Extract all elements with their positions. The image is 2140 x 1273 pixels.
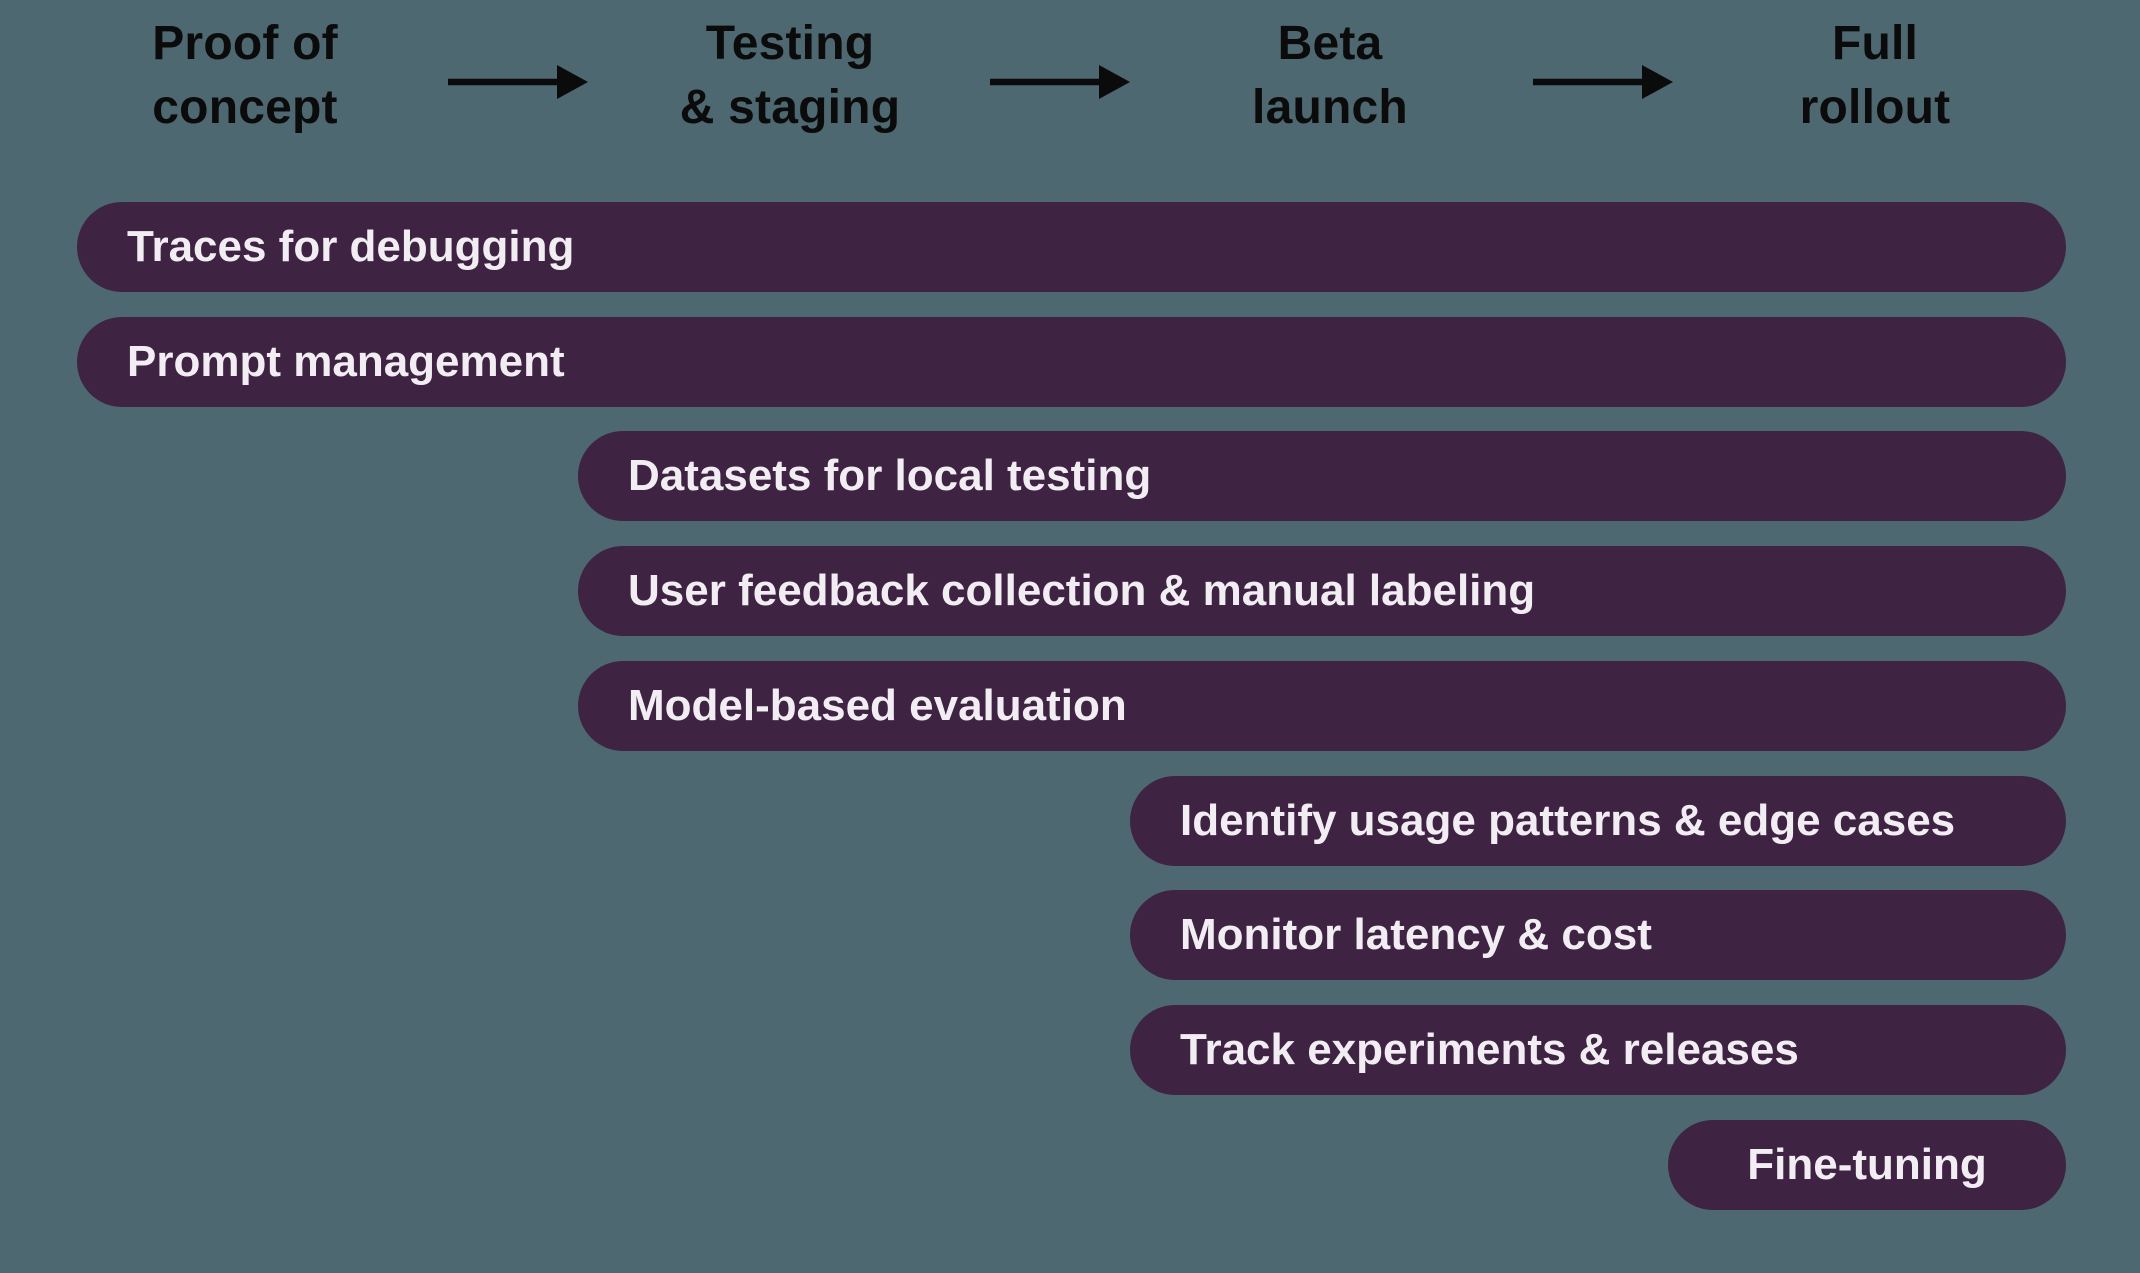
feature-bar-monitor-latency-cost: Monitor latency & cost [1130, 890, 2066, 980]
feature-bar-datasets-for-local-testing: Datasets for local testing [578, 431, 2066, 521]
stage-header-full-rollout: Full rollout [1615, 12, 2135, 140]
stage-header-testing-staging: Testing & staging [530, 12, 1050, 140]
feature-bar-label: User feedback collection & manual labeli… [628, 566, 1536, 615]
stage-header-line: concept [152, 81, 338, 134]
flow-arrow-icon [447, 65, 588, 99]
stage-header-line: Proof of [152, 17, 338, 70]
flow-arrow-icon [990, 65, 1130, 99]
stage-header-line: launch [1252, 81, 1408, 134]
feature-bar-label: Datasets for local testing [628, 451, 1152, 500]
feature-bar-prompt-management: Prompt management [77, 317, 2066, 407]
stage-header-proof-of-concept: Proof of concept [0, 12, 505, 140]
stage-header-beta-launch: Beta launch [1070, 12, 1590, 140]
feature-bar-label: Fine-tuning [1747, 1140, 1987, 1189]
feature-bar-label: Track experiments & releases [1180, 1025, 1799, 1074]
stage-header-line: Full [1831, 17, 1919, 70]
feature-bar-fine-tuning: Fine-tuning [1668, 1120, 2066, 1210]
feature-bar-user-feedback-collection-manual-labeling: User feedback collection & manual labeli… [578, 546, 2066, 636]
feature-bar-track-experiments-releases: Track experiments & releases [1130, 1005, 2066, 1095]
stage-header-line: Beta [1277, 17, 1383, 70]
feature-bar-label: Monitor latency & cost [1180, 910, 1652, 959]
stage-header-line: rollout [1799, 81, 1951, 134]
feature-bar-label: Traces for debugging [127, 222, 575, 271]
feature-bar-label: Identify usage patterns & edge cases [1180, 796, 1956, 845]
feature-bar-label: Model-based evaluation [628, 681, 1127, 730]
stage-header-line: Testing [705, 17, 875, 70]
feature-bar-model-based-evaluation: Model-based evaluation [578, 661, 2066, 751]
feature-bar-identify-usage-patterns-edge-cases: Identify usage patterns & edge cases [1130, 776, 2066, 866]
feature-bar-traces-for-debugging: Traces for debugging [77, 202, 2066, 292]
stage-header-line: & staging [679, 81, 901, 134]
feature-bar-label: Prompt management [127, 337, 565, 386]
flow-arrow-icon [1532, 65, 1673, 99]
